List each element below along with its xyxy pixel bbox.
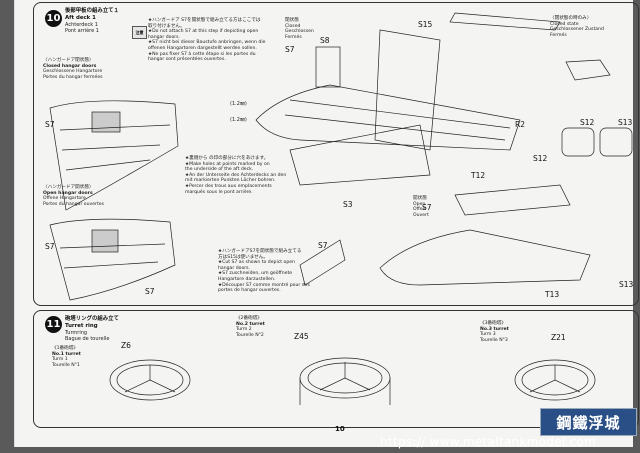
hole-note: ★裏側から の印の部分に穴をあけます。★Make holes at points… [185, 156, 287, 195]
step-10-number: 10 [45, 10, 62, 27]
step-10-title-jp: 後部甲板の組み立て１ [65, 8, 119, 14]
dimension-label-1: (1.2㎜) [230, 101, 247, 107]
part-label-s8: S8 [320, 36, 330, 45]
part-label-r2: R2 [515, 120, 525, 129]
deck-rail-drawing [449, 12, 561, 31]
part-s7-closed-state [565, 59, 611, 81]
part-label-s15: S15 [418, 20, 433, 29]
hull-open-doors-drawing [49, 218, 176, 301]
part-label-s7-d: S7 [145, 287, 155, 296]
hangar-door-closed-part [91, 111, 121, 133]
part-label-z6: Z6 [121, 341, 131, 350]
part-label-s13-a: S13 [619, 280, 634, 289]
part-t12-drawing [454, 184, 571, 216]
step-10-title-fr: Pont arrière 1 [65, 28, 99, 34]
page-number: 10 [335, 425, 345, 433]
step-11-number: 11 [45, 316, 62, 333]
caution-badge: 注意 [132, 26, 147, 39]
part-label-s7-a: S7 [285, 45, 295, 54]
step-11-panel [33, 310, 639, 428]
turret-ring-3 [514, 359, 596, 401]
step-11-title-jp: 砲塔リングの組み立て [65, 316, 119, 322]
watermark-logo: 鋼鐵浮城 [540, 408, 637, 436]
part-label-s7-e: S7 [318, 241, 328, 250]
part-label-s7-b: S7 [45, 120, 55, 129]
step-10-top-note: ★ハンガードア S7を開状態で組み立てる方はここでは取り付けません。 ★Do n… [148, 18, 266, 63]
part-s8-drawing [315, 46, 341, 88]
aft-deck-drawing [255, 84, 521, 151]
dimension-label-2: (1.2㎜) [230, 117, 247, 123]
part-s3-drawing [289, 124, 431, 186]
part-label-t13: T13 [545, 290, 560, 299]
watermark-url: https:// www.metaltankmodel.com [380, 435, 597, 449]
part-label-t12: T12 [471, 171, 486, 180]
step-10-title-en: Aft deck 1 [65, 15, 96, 21]
hangar-door-open-part [91, 229, 119, 253]
instruction-page: 10 後部甲板の組み立て１ Aft deck 1 Achterdeck 1 Po… [14, 0, 639, 447]
step-11-title-en: Turret ring [65, 323, 98, 329]
closed-state-heading: 〈閉状態の時のみ〉Closed state Geschlossener Zust… [550, 16, 604, 38]
part-label-s7-f: S7 [422, 203, 432, 212]
part-label-s12-b: S12 [580, 118, 595, 127]
part-label-z45: Z45 [294, 332, 309, 341]
part-s13-drawing [599, 127, 633, 157]
part-label-s13-b: S13 [618, 118, 633, 127]
open-door-note: ★ハンガードアS7を開状態で組み立てる方はS15は使いません。 ★Cut S7 … [218, 249, 310, 294]
part-label-s7-c: S7 [45, 242, 55, 251]
part-s12-drawing [561, 127, 595, 157]
part-label-s3: S3 [343, 200, 353, 209]
step-10-title-de: Achterdeck 1 [65, 22, 98, 28]
closed-doors-heading: 〈ハンガードア閉状態〉Closed hangar doors Geschloss… [43, 58, 103, 80]
step-11-title-fr: Bague de tourelle [65, 336, 110, 342]
turret-ring-1 [109, 359, 191, 401]
part-label-s12-a: S12 [533, 154, 548, 163]
part-label-z21: Z21 [551, 333, 566, 342]
deck-structure-s15 [374, 29, 441, 151]
step-10-panel [33, 2, 639, 306]
aft-deck-open-drawing [379, 229, 591, 286]
hull-closed-doors-drawing [49, 100, 179, 211]
step-11-title-de: Turmring [65, 330, 88, 336]
s7-cut-detail [299, 239, 346, 286]
